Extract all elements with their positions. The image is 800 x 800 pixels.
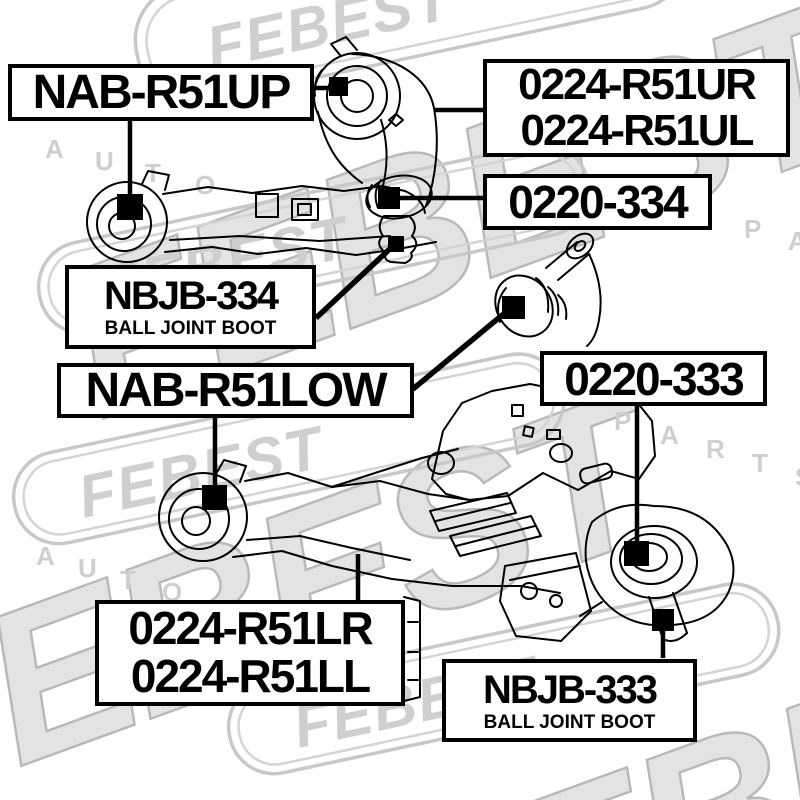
part-code: 0224-R51UL bbox=[520, 106, 755, 155]
part-label-nbjb-333: NBJB-333 BALL JOINT BOOT bbox=[442, 659, 697, 742]
part-code: NAB-R51UP bbox=[32, 65, 292, 119]
svg-text:T: T bbox=[752, 448, 768, 478]
part-code: NAB-R51LOW bbox=[85, 363, 388, 417]
part-code: 0220-334 bbox=[508, 176, 688, 228]
marker-lower-boot bbox=[652, 609, 674, 631]
svg-text:T: T bbox=[120, 565, 136, 595]
lower-control-arm-drawing bbox=[158, 381, 735, 702]
marker-lower-arm-front-bushing bbox=[202, 485, 227, 510]
svg-text:T: T bbox=[145, 158, 161, 188]
svg-text:U: U bbox=[95, 146, 114, 176]
watermark-auto-letters: A U T O A U T O bbox=[36, 134, 215, 607]
part-label-0224-upper: 0224-R51UR 0224-R51UL bbox=[483, 59, 790, 157]
marker-upper-boot bbox=[388, 236, 404, 252]
part-label-nab-r51up: NAB-R51UP bbox=[8, 64, 314, 121]
leader-lines bbox=[127, 85, 666, 658]
leader-nbjb-334 bbox=[314, 242, 396, 321]
part-markers bbox=[117, 77, 674, 631]
part-code: NBJB-334 bbox=[104, 274, 279, 318]
part-label-0220-333: 0220-333 bbox=[540, 351, 767, 406]
part-label-nbjb-334: NBJB-334 BALL JOINT BOOT bbox=[65, 265, 316, 349]
svg-text:O: O bbox=[162, 577, 182, 607]
marker-upper-arm-top-bushing bbox=[329, 77, 348, 96]
marker-lower-arm-bushing bbox=[502, 296, 525, 319]
part-description: BALL JOINT BOOT bbox=[483, 711, 656, 733]
svg-text:P: P bbox=[744, 214, 761, 244]
lower-arm-bushing-drawing bbox=[494, 232, 602, 347]
part-code: 0224-R51LR bbox=[128, 602, 373, 655]
svg-text:A: A bbox=[788, 226, 800, 256]
marker-upper-arm-front-bushing bbox=[117, 194, 143, 220]
leader-nab-r51low bbox=[411, 304, 514, 392]
svg-text:P: P bbox=[614, 406, 631, 436]
svg-text:U: U bbox=[78, 553, 97, 583]
part-code: NBJB-333 bbox=[483, 667, 658, 712]
part-label-0220-334: 0220-334 bbox=[483, 174, 712, 230]
part-label-nab-r51low: NAB-R51LOW bbox=[57, 363, 414, 418]
part-label-0224-lower: 0224-R51LR 0224-R51LL bbox=[95, 600, 405, 706]
svg-text:A: A bbox=[45, 134, 64, 164]
marker-upper-ball-joint bbox=[378, 187, 400, 209]
svg-text:O: O bbox=[195, 170, 215, 200]
svg-text:A: A bbox=[36, 541, 55, 571]
svg-text:R: R bbox=[706, 434, 725, 464]
part-code: 0220-333 bbox=[564, 352, 744, 405]
watermark-parts-letters: P A R T S P A bbox=[614, 214, 800, 492]
part-code: 0224-R51LL bbox=[130, 650, 371, 702]
part-code: 0224-R51UR bbox=[518, 60, 757, 110]
svg-text:A: A bbox=[660, 420, 679, 450]
part-description: BALL JOINT BOOT bbox=[104, 318, 277, 339]
marker-lower-ball-joint bbox=[624, 541, 649, 566]
svg-text:S: S bbox=[795, 462, 800, 492]
